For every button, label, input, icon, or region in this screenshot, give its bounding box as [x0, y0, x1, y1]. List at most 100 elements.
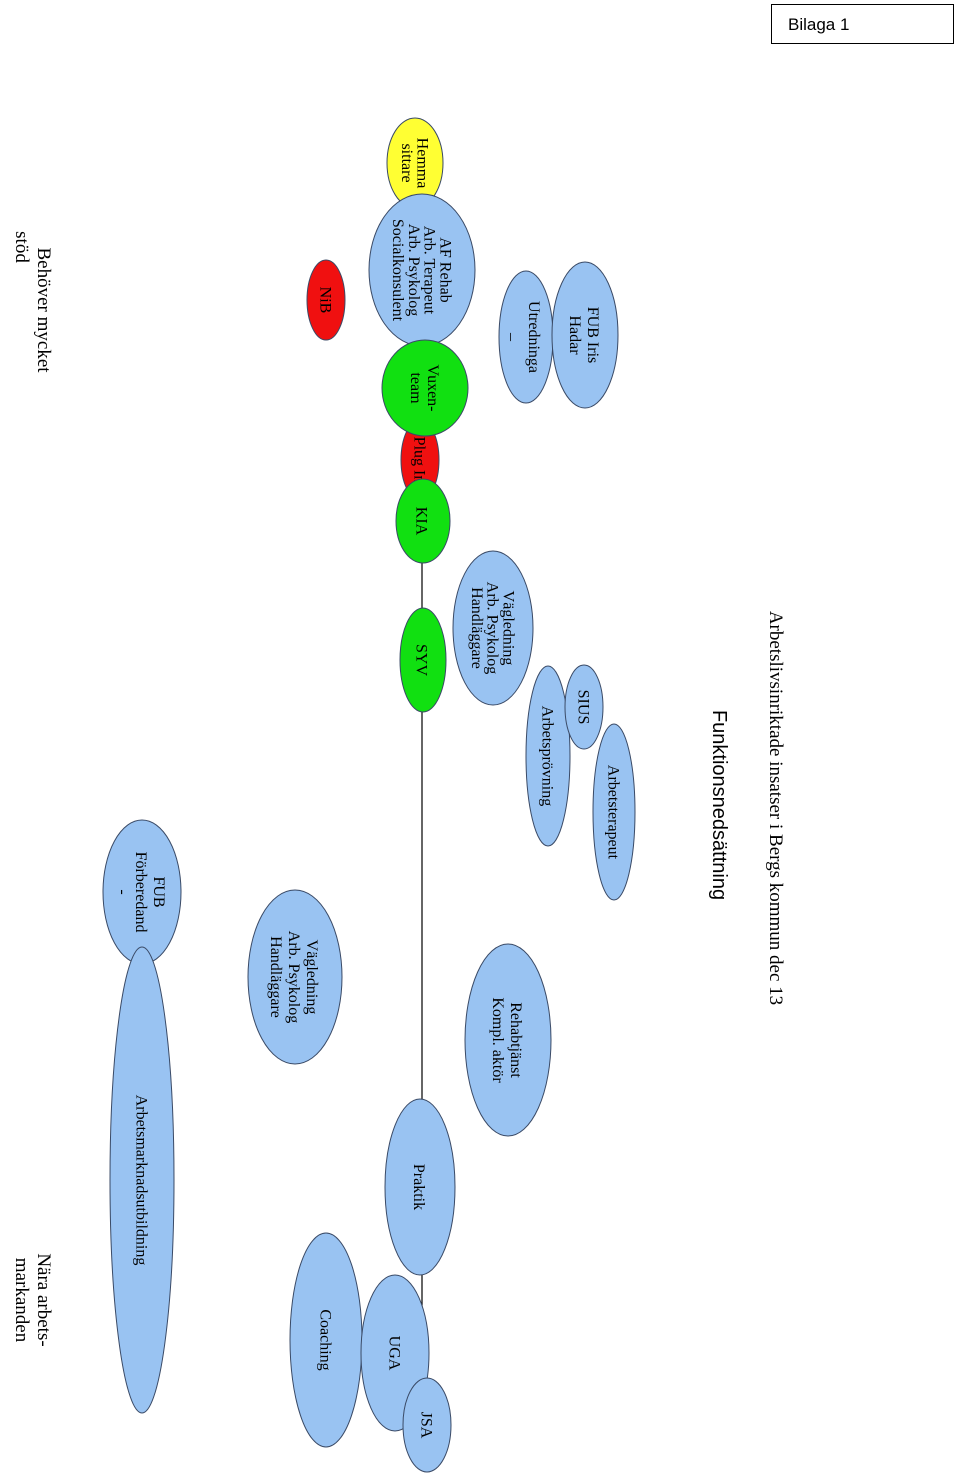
node-hemma-line-2: sittare	[398, 143, 415, 182]
node-af-rehab-label: AF RehabArb. TerapeutArb. PsykologSocial…	[389, 219, 453, 322]
node-vagledning2-line-1: Vägledning	[303, 940, 320, 1015]
node-arbetsmarknadsutbildning: Arbetsmarknadsutbildning	[109, 946, 175, 1414]
node-kia-shape	[395, 478, 451, 564]
scale-label-high-line2: markanden	[11, 1258, 32, 1343]
node-vuxenteam-label: Vuxen-team	[407, 364, 441, 411]
node-vagledning1-line-1: Vägledning	[500, 591, 517, 666]
node-sius-label: SIUS	[574, 690, 591, 725]
node-plug-in-line-1: Plug In	[410, 437, 427, 484]
diagram-title: Arbetslivsinriktade insatser i Bergs kom…	[765, 611, 786, 1005]
node-sius-line-1: SIUS	[574, 690, 591, 725]
scale-label-high: Nära arbets- markanden	[11, 1253, 54, 1346]
node-vagledning1: VägledningArb. PsykologHandläggare	[452, 550, 534, 706]
node-kia: KIA	[395, 478, 451, 564]
node-af-rehab-line-3: Arb. Psykolog	[405, 224, 422, 316]
node-arbetsmarknadsutbildning-label: Arbetsmarknadsutbildning	[132, 1095, 149, 1266]
node-arbetsmarknadsutbildning-shape	[109, 946, 175, 1414]
node-syv-shape	[399, 607, 447, 713]
node-uga-line-1: UGA	[385, 1336, 402, 1371]
scale-label-low-line2: stöd	[11, 231, 32, 263]
scale-label-high-line1: Nära arbets-	[33, 1253, 54, 1346]
node-nib-label: NiB	[316, 287, 333, 314]
node-vagledning1-line-2: Arb. Psykolog	[484, 582, 501, 674]
node-fub-forberedande-line-2: Förberedand	[132, 852, 149, 933]
node-fub-iris-label: FUB IrisHadar	[566, 307, 601, 363]
node-rehabtjanst: RehabtjänstKompl. aktör	[464, 943, 552, 1137]
node-uga-label: UGA	[385, 1336, 402, 1371]
node-rehabtjanst-line-2: Kompl. aktör	[489, 997, 506, 1083]
diagram-subtitle: Funktionsnedsättning	[708, 710, 730, 900]
node-sius-shape	[564, 664, 604, 750]
node-jsa-shape	[402, 1377, 452, 1473]
node-vagledning1-shape	[452, 550, 534, 706]
node-praktik-shape	[384, 1098, 456, 1276]
node-vagledning2-line-2: Arb. Psykolog	[285, 931, 302, 1023]
node-kia-label: KIA	[413, 507, 430, 536]
node-coaching: Coaching	[289, 1232, 363, 1448]
node-arbetsprovning-line-1: Arbetsprövning	[539, 706, 556, 806]
node-fub-iris-line-1: FUB Iris	[584, 307, 601, 363]
node-rehabtjanst-line-1: Rehabtjänst	[507, 1002, 524, 1078]
node-hemma-label: Hemmasittare	[398, 138, 431, 189]
node-arbetsprovning-label: Arbetsprövning	[539, 706, 556, 806]
node-praktik: Praktik	[384, 1098, 456, 1276]
node-af-rehab-line-4: Socialkonsulent	[389, 219, 406, 322]
node-vuxenteam-shape	[381, 339, 469, 437]
node-fub-forberedande: FUBFörberedand-	[102, 819, 182, 965]
node-plug-in-label: Plug In	[410, 437, 427, 484]
node-kia-line-1: KIA	[413, 507, 430, 536]
node-arbetsterapeut: Arbetsterapeut	[592, 723, 636, 901]
node-vagledning2-label: VägledningArb. PsykologHandläggare	[267, 931, 320, 1023]
node-utredninga-label: Utredninga_	[508, 301, 542, 373]
node-vuxenteam-line-2: team	[407, 372, 424, 404]
node-vuxenteam-line-1: Vuxen-	[424, 364, 441, 411]
node-fub-forberedande-label: FUBFörberedand-	[114, 852, 167, 933]
attachment-label: Bilaga 1	[771, 4, 954, 44]
scale-label-low-line1: Behöver mycket	[33, 247, 54, 373]
node-fub-forberedande-line-1: FUB	[150, 876, 167, 907]
node-syv-line-1: SYV	[413, 644, 430, 676]
node-vagledning1-line-3: Handläggare	[468, 587, 485, 669]
node-arbetsprovning-shape	[525, 665, 571, 847]
node-utredninga: Utredninga_	[498, 270, 554, 404]
node-af-rehab-line-1: AF Rehab	[436, 237, 453, 302]
node-coaching-line-1: Coaching	[316, 1309, 333, 1370]
node-arbetsterapeut-shape	[592, 723, 636, 901]
node-praktik-label: Praktik	[410, 1164, 427, 1210]
node-fub-iris-shape	[551, 261, 619, 409]
node-utredninga-line-2: _	[508, 332, 525, 342]
node-coaching-label: Coaching	[316, 1309, 333, 1370]
node-vagledning2-shape	[247, 889, 343, 1065]
node-vuxenteam: Vuxen-team	[381, 339, 469, 437]
node-rehabtjanst-label: RehabtjänstKompl. aktör	[489, 997, 524, 1083]
node-vagledning2-line-3: Handläggare	[267, 936, 284, 1018]
node-nib-line-1: NiB	[316, 287, 333, 314]
node-sius: SIUS	[564, 664, 604, 750]
node-utredninga-line-1: Utredninga	[525, 301, 542, 373]
node-arbetsterapeut-label: Arbetsterapeut	[605, 765, 622, 860]
node-fub-iris-line-2: Hadar	[566, 315, 583, 355]
node-af-rehab-line-2: Arb. Terapeut	[421, 226, 438, 315]
node-syv-label: SYV	[413, 644, 430, 676]
node-praktik-line-1: Praktik	[410, 1164, 427, 1210]
node-arbetsterapeut-line-1: Arbetsterapeut	[605, 765, 622, 860]
node-nib-shape	[306, 259, 346, 341]
node-arbetsmarknadsutbildning-line-1: Arbetsmarknadsutbildning	[132, 1095, 149, 1266]
node-vagledning1-label: VägledningArb. PsykologHandläggare	[468, 582, 517, 674]
node-hemma-line-1: Hemma	[414, 138, 431, 189]
node-fub-iris: FUB IrisHadar	[551, 261, 619, 409]
node-rehabtjanst-shape	[464, 943, 552, 1137]
node-arbetsprovning: Arbetsprövning	[525, 665, 571, 847]
node-fub-forberedande-line-3: -	[114, 889, 131, 894]
node-jsa-line-1: JSA	[417, 1412, 434, 1439]
node-vagledning2: VägledningArb. PsykologHandläggare	[247, 889, 343, 1065]
node-hemma: Hemmasittare	[386, 117, 444, 209]
scale-label-low: Behöver mycket stöd	[11, 231, 54, 373]
node-nib: NiB	[306, 259, 346, 341]
node-af-rehab: AF RehabArb. TerapeutArb. PsykologSocial…	[368, 193, 476, 347]
node-jsa: JSA	[402, 1377, 452, 1473]
node-syv: SYV	[399, 607, 447, 713]
node-jsa-label: JSA	[417, 1412, 434, 1439]
